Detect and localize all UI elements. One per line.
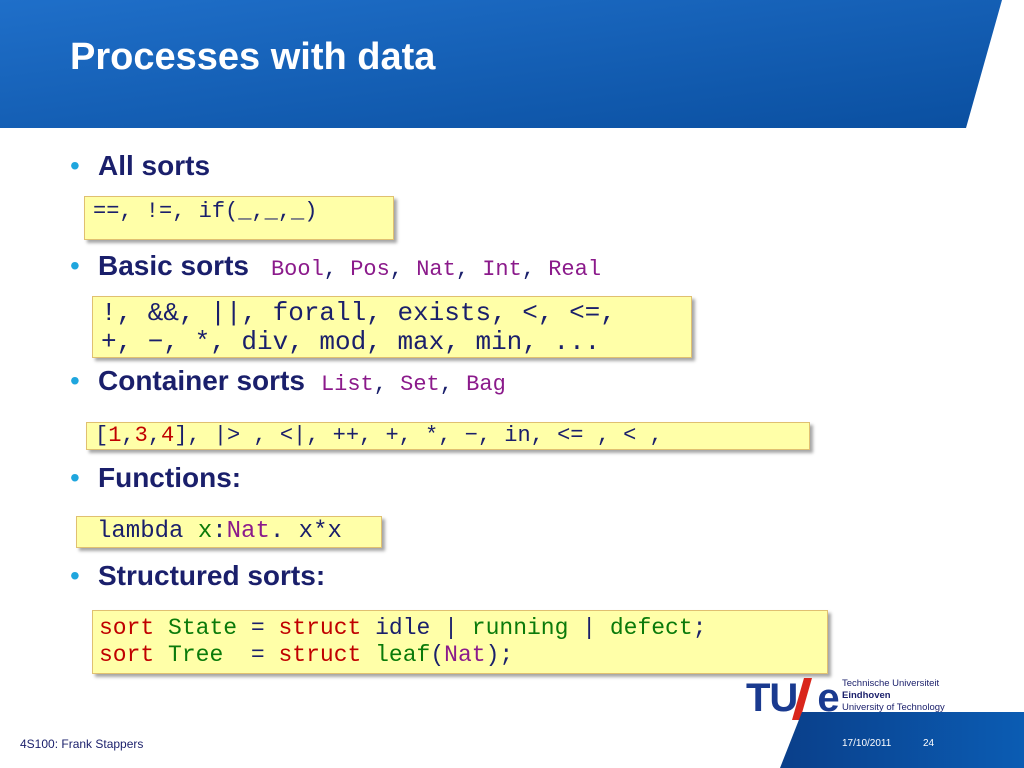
code-token: : (212, 518, 227, 545)
code-token: . x*x (269, 518, 342, 545)
tue-logo: TU e Technische Universiteit Eindhoven Un… (746, 676, 986, 720)
code-number: 3 (134, 423, 148, 448)
code-token: [ (95, 423, 109, 448)
code-box-functions: lambda x:Nat. x*x (76, 516, 382, 548)
logo-e: e (817, 676, 839, 720)
code-token: lambda (97, 518, 198, 545)
logo-text: Technische Universiteit Eindhoven Univer… (842, 678, 945, 714)
bullet-dot-icon: • (70, 365, 80, 396)
code-number: 4 (161, 423, 175, 448)
code-keyword: struct (278, 615, 362, 641)
code-line: !, &&, ||, forall, exists, <, <=, (101, 298, 616, 328)
bullet-label: Functions: (98, 462, 242, 493)
code-number: 1 (108, 423, 122, 448)
logo-slash-icon (792, 678, 812, 720)
code-sort-name: Tree (168, 642, 224, 668)
bullet-label: Container sorts (98, 365, 305, 396)
bullet-label: Basic sorts (98, 250, 249, 281)
footer-page-number: 24 (923, 738, 935, 749)
code-sort: Nat (444, 642, 486, 668)
code-keyword: struct (278, 642, 362, 668)
code-token: = (250, 615, 265, 641)
code-token: | (582, 615, 597, 641)
code-constructor: running (471, 615, 569, 641)
header-background (0, 0, 1002, 128)
sort-name: Set (400, 372, 440, 397)
code-keyword: sort (99, 615, 155, 641)
logo-line: Eindhoven (842, 690, 891, 701)
basic-sorts-list: Bool, Pos, Nat, Int, Real (270, 257, 602, 282)
code-constructor: idle (375, 615, 431, 641)
container-sorts-list: List, Set, Bag (320, 372, 506, 397)
bullet-container-sorts: • Container sorts List, Set, Bag (70, 365, 506, 397)
code-line: +, −, *, div, mod, max, min, ... (101, 327, 601, 357)
code-constructor: leaf (375, 642, 431, 668)
code-constructor: defect (609, 615, 693, 641)
code-variable: x (197, 518, 213, 545)
code-box-all-sorts: ==, !=, if(_,_,_) (84, 196, 394, 240)
bullet-dot-icon: • (70, 250, 80, 281)
code-token: | (444, 615, 458, 641)
footer-author: 4S100: Frank Stappers (20, 737, 144, 751)
logo-tu: TU (746, 676, 798, 720)
code-token: ); (485, 642, 514, 668)
bullet-dot-icon: • (70, 462, 80, 493)
sort-name: Int (482, 257, 522, 282)
logo-line: Technische Universiteit (842, 678, 940, 689)
code-box-structured: sort State = struct idle | running | def… (92, 610, 828, 674)
code-token: , (121, 423, 135, 448)
bullet-structured-sorts: • Structured sorts: (70, 560, 325, 592)
footer-band (780, 712, 1024, 768)
code-token: ( (430, 642, 445, 668)
code-token: , (147, 423, 162, 448)
code-box-container: [1,3,4], |> , <|, ++, +, *, −, in, <= , … (86, 422, 810, 450)
code-all-sorts: ==, !=, if(_,_,_) (93, 199, 318, 224)
bullet-label: Structured sorts: (98, 560, 326, 591)
logo-line: University of Technology (842, 702, 945, 713)
code-token: = (250, 642, 265, 668)
sort-name: List (320, 372, 374, 397)
code-token: ; (692, 615, 707, 641)
sort-name: Bool (270, 257, 324, 282)
bullet-all-sorts: • All sorts (70, 150, 210, 182)
bullet-functions: • Functions: (70, 462, 241, 494)
sort-name: Pos (350, 257, 390, 282)
sort-name: Bag (466, 372, 506, 397)
code-sort-name: State (168, 615, 238, 641)
code-keyword: sort (99, 642, 155, 668)
bullet-dot-icon: • (70, 150, 80, 181)
logo-mark: TU e (746, 676, 840, 721)
sort-name: Nat (416, 257, 456, 282)
code-sort: Nat (226, 518, 270, 545)
sort-name: Real (548, 257, 602, 282)
code-box-basic-sorts: !, &&, ||, forall, exists, <, <=, +, −, … (92, 296, 692, 358)
bullet-label: All sorts (98, 150, 211, 181)
slide-title: Processes with data (70, 36, 436, 78)
bullet-basic-sorts: • Basic sorts Bool, Pos, Nat, Int, Real (70, 250, 601, 282)
bullet-dot-icon: • (70, 560, 80, 591)
code-token: ], |> , <|, ++, +, *, −, in, <= , < , (174, 423, 663, 448)
header-band: Processes with data (0, 0, 1024, 128)
footer-date: 17/10/2011 (842, 738, 892, 749)
